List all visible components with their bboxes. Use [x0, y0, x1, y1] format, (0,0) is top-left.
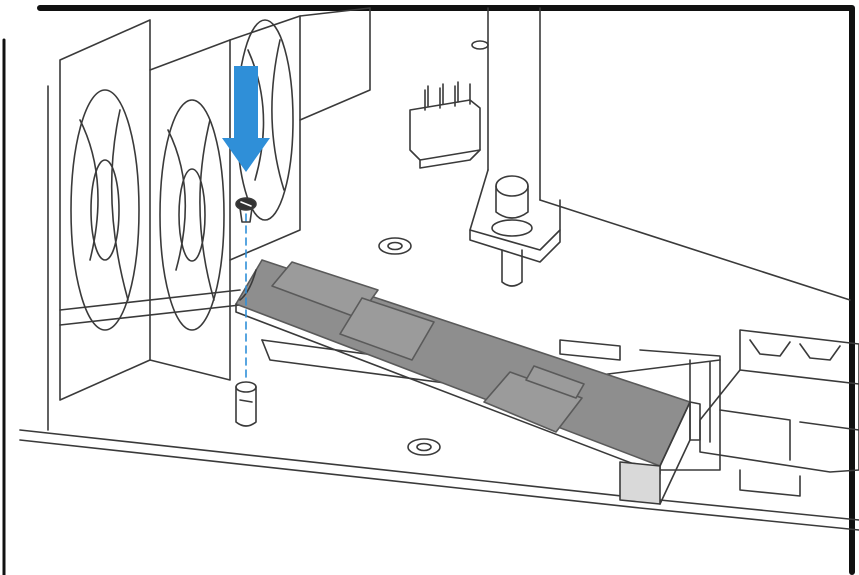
m2-ssd-module [235, 259, 691, 475]
down-arrow-icon [222, 66, 270, 172]
heatsink-block [469, 7, 851, 301]
chassis-plate [19, 85, 859, 531]
plate-screw-top-small [471, 40, 489, 50]
m2-ssd-chip-2 [339, 297, 435, 361]
m2-ssd-chip-4 [525, 365, 585, 399]
plate-screw-bottom [407, 438, 441, 456]
plate-screw-top [378, 237, 412, 255]
m2-ssd-chip-3 [483, 371, 583, 433]
screw-icon [235, 197, 257, 223]
standoff-icon [235, 381, 257, 427]
m2-socket [619, 401, 701, 505]
header-connector [409, 81, 481, 169]
enclosure-frame [2, 5, 855, 575]
expansion-board [699, 329, 859, 497]
m2-ssd-chip-1 [271, 261, 379, 319]
cooling-fans [59, 7, 371, 401]
